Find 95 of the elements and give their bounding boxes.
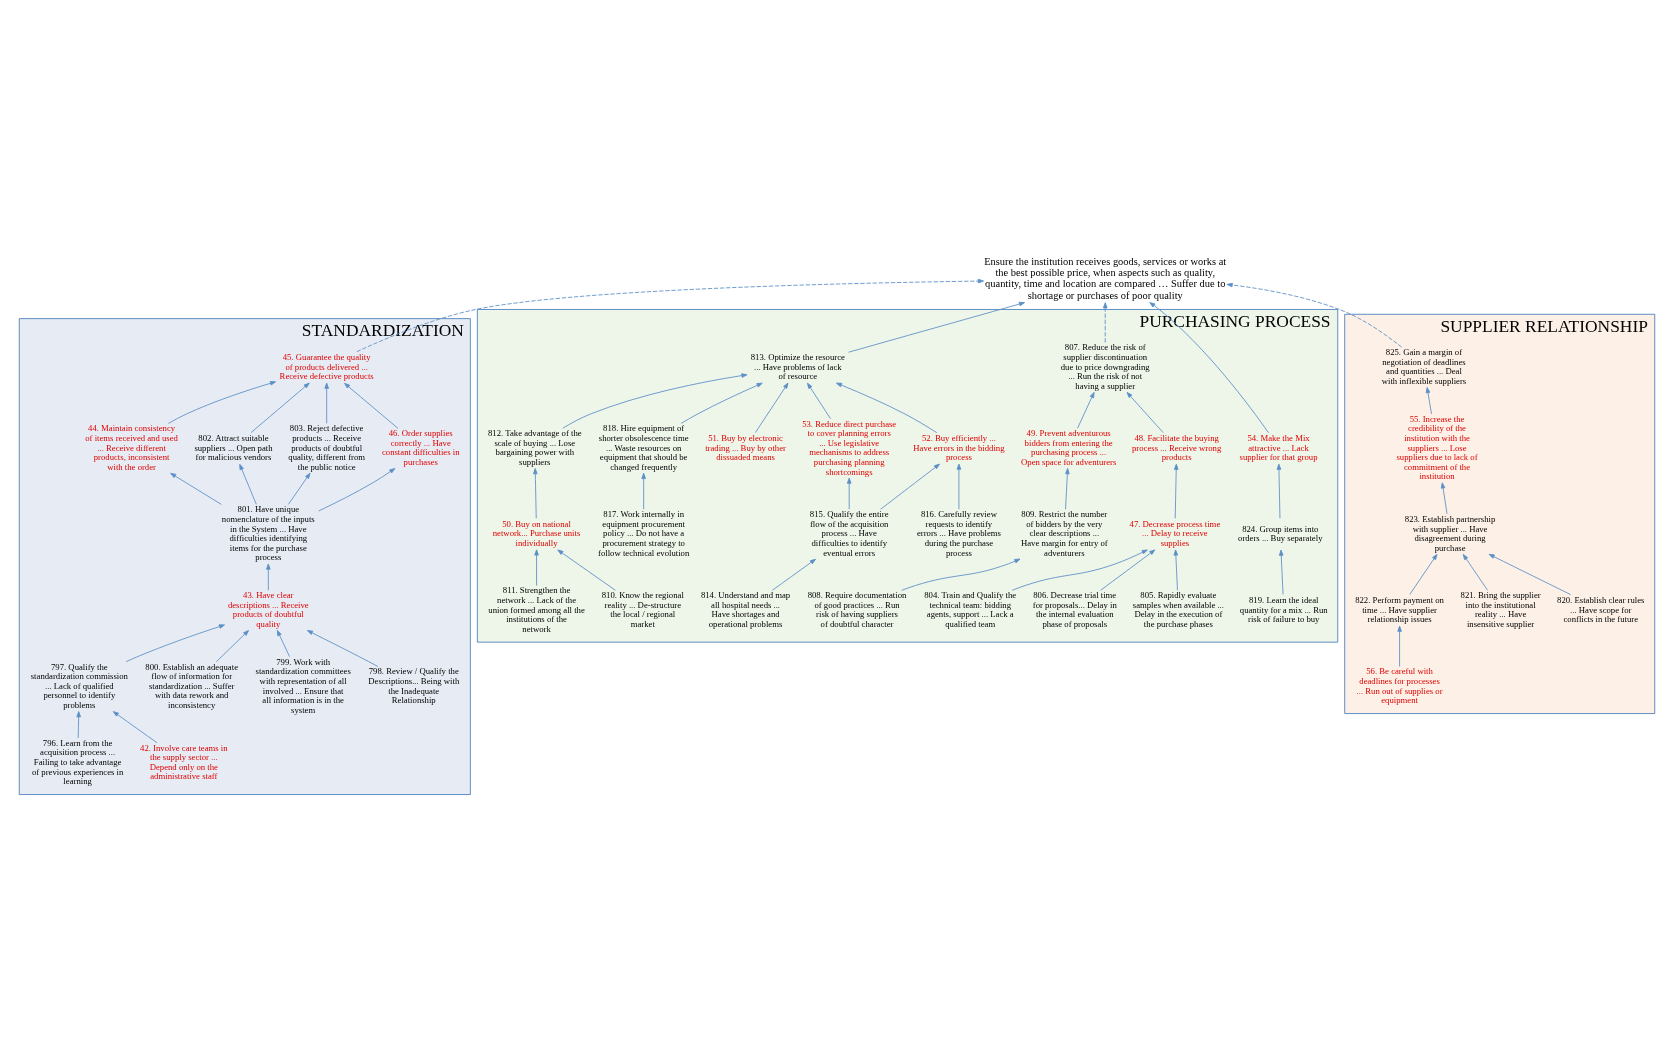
node-text: 43. Have clear descriptions ... Receive products of doubtful quality [227,589,309,629]
node-text: 56. Be careful with deadlines for processes ... Run out of supplies or equipment [1356,665,1443,705]
node-text: 816. Carefully review requests to identify errors ... Have problems during the purchase process [916,508,1001,557]
node-text: 806. Decrease trial time for proposals... Delay in the internal evaluation phase of proposals [1032,589,1117,629]
node-text: 825. Gain a margin of negotiation of deadlines and quantities ... Deal with inflexible suppliers [1381,346,1467,386]
node-text: 51. Buy by electronic trading ... Buy by other dissuaded means [705,432,786,462]
arrow [306,629,379,667]
arrow [1173,463,1179,519]
node-text: 810. Know the regional reality ... De-structure the local / regional market [601,589,684,629]
arrow [1488,553,1572,595]
arrow [215,629,249,662]
node-text: 813. Optimize the resource ... Have problems of lack of resource [750,351,845,381]
node-text: 52. Buy efficiently ... Have errors in the bidding process [913,432,1005,462]
node-text: 820. Establish clear rules ... Have scope for conflicts in the future [1557,594,1645,624]
node-text: 45. Guarantee the quality of products delivered ... Receive defective products [279,351,374,381]
arrow [287,472,311,505]
node-text: 818. Hire equipment of shorter obsolescence time ... Waste resources on equipment that should be changed frequently [598,422,689,472]
node-text: Ensure the institution receives goods, services or works at the best possible price, when aspects such as quality, quantity, time and location are compared … Suffer due to shortage or purchases of poor quality [984,255,1227,301]
arrow [807,382,831,419]
node-text: 802. Attract suitable suppliers ... Open path for malicious vendors [194,432,273,462]
node-text: 48. Facilitate the buying process ... Receive wrong products [1132,432,1222,462]
arrow [1409,553,1438,595]
arrow [1440,481,1448,514]
arrow [557,548,616,591]
node-text: 46. Order supplies correctly ... Have constant difficulties in purchases [381,427,460,467]
node-text: 49. Prevent adventurous bidders from entering the purchasing process ... Open space for adventurers [1021,427,1117,467]
arrow [112,710,158,743]
arrow [848,301,1026,353]
node-text: 53. Reduce direct purchase to cover planning errors ... Use legislative mechanisms to address purchasing planning shortcomings [802,418,897,477]
node-text: 55. Increase the credibility of the institution with the suppliers ... Lose suppliers due to lack of commitment of the institution [1396,413,1478,481]
arrow [318,467,396,511]
arrow [1226,282,1402,348]
node-text: 799. Work with standardization committees with representation of all involved ... Ensure that all information is in the system [255,656,351,715]
node-text: 812. Take advantage of the scale of buying ... Lose bargaining power with suppliers [488,427,582,467]
node-text: 809. Restrict the number of bidders by the very clear descriptions ... Have margin for entry of adventurers [1020,508,1108,557]
node-text: 815. Qualify the entire flow of the acquisition process ... Have difficulties to identify eventual errors [809,508,889,557]
arrow [1126,391,1164,433]
node-text: 803. Reject defective products ... Receive products of doubtful quality, different from the public notice [288,422,366,472]
node-text: 822. Perform payment on time ... Have supplier relationship issues [1355,594,1444,624]
arrow [956,463,962,510]
arrow [1065,467,1070,510]
arrow [1149,301,1269,433]
arrow [1425,386,1432,414]
arrow [1462,553,1489,591]
node-text: 796. Learn from the acquisition process ... Failing to take advantage of previous experiences in learning [31,737,124,786]
arrow [125,623,225,662]
arrow [1173,548,1179,591]
arrow [344,382,399,429]
node-text: 50. Buy on national network... Purchase units individually [492,518,581,548]
arrow [168,380,277,424]
node-text: 801. Have unique nomenclature of the inputs in the System ... Have difficulties identifying items for the purchase process [221,503,315,562]
node-text: 814. Understand and map all hospital needs ... Have shortages and operational problems [700,589,791,629]
node-text: 798. Review / Qualify the Descriptions... Being with the Inadequate Relationship [368,665,460,705]
node-text: 817. Work internally in equipment procurement policy ... Do not have a procurement strategy to follow technical evolution [598,508,690,557]
arrow [1011,548,1148,591]
node-text: 44. Maintain consistency of items received and used ... Receive different products, inconsistent with the order [85,422,178,472]
arrow [754,382,789,433]
arrow [846,477,852,510]
node-text: 823. Establish partnership with supplier ... Have disagreement during purchase [1404,513,1496,553]
node-text: 54. Make the Mix attractive ... Lack supplier for that group [1239,432,1318,462]
arrow [266,563,271,591]
arrow [1397,625,1402,667]
arrow [250,382,310,433]
node-text: 42. Involve care teams in the supply sector ... Depend only on the administrative staff [140,742,228,781]
arrow [880,463,940,510]
arrow [771,558,816,591]
node-text: 797. Qualify the standardization commission ... Lack of qualified personnel to identify problems [30,661,128,710]
arrow [835,382,938,433]
node-text: 819. Learn the ideal quantity for a mix ... Run risk of failure to buy [1239,594,1328,624]
arrow [1278,549,1284,595]
arrow [76,710,81,738]
node-text: 804. Train and Qualify the technical team: bidding agents, support ... Lack a qualified team [924,589,1017,629]
node-text: 808. Require documentation of good practices ... Run risk of having suppliers of doubtful character [807,589,907,629]
arrow [680,382,763,424]
arrow [641,472,646,510]
arrow [324,382,329,424]
arrow [533,467,538,519]
node-text: 47. Decrease process time ... Delay to receive supplies [1129,518,1221,548]
arrow [239,463,257,505]
node-text: 805. Rapidly evaluate samples when available ... Delay in the execution of the purchase phases [1132,589,1224,629]
arrow [356,278,984,352]
node-text: 800. Establish an adequate flow of information for standardization ... Suffer with data rework and inconsistency [145,661,239,710]
arrow [170,472,222,505]
arrow [1077,391,1095,429]
arrow [534,548,539,586]
arrow [901,558,1021,591]
node-text: 821. Bring the supplier into the institutional reality ... Have insensitive supplier [1460,589,1541,629]
arrow [1276,463,1282,519]
arrow [562,372,748,429]
node-text: 824. Group items into orders ... Buy separately [1238,523,1323,543]
arrow [1102,301,1108,343]
arrow [1100,548,1156,591]
arrow [276,629,291,657]
node-text: 807. Reduce the risk of supplier discontinuation due to price downgrading ... Run the risk of not having a supplier [1060,341,1150,391]
node-text: 811. Strengthen the network ... Lack of the union formed among all the institutions of the network [488,584,585,634]
